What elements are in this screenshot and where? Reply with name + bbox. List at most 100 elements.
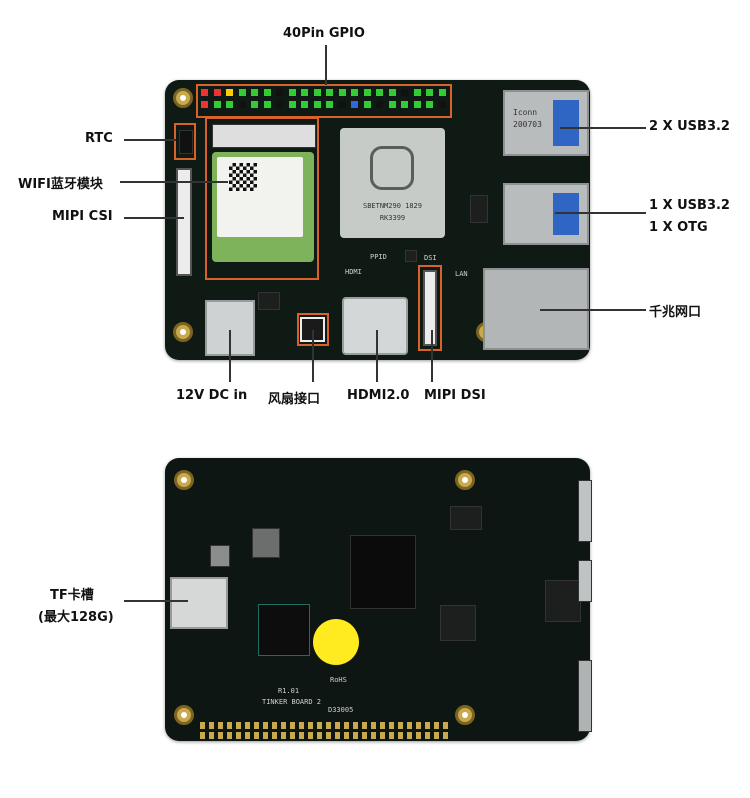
gpio-pin [301, 89, 308, 96]
ppid-silkscreen: PPID [370, 253, 387, 261]
antenna-strip [212, 124, 316, 148]
ic-chip [440, 605, 476, 641]
usb-marking-2: 200703 [513, 120, 542, 129]
gpio-pin [326, 101, 333, 108]
usb-edge [578, 560, 592, 602]
ic-chip [210, 545, 230, 567]
gpio-pin [263, 89, 271, 96]
leader-dc-in [229, 330, 231, 382]
gpio-pin [201, 101, 208, 108]
bottom-rev-silkscreen: R1.01 [278, 687, 300, 695]
gpio-underside-pins [200, 732, 450, 739]
gpio-pin [213, 101, 221, 108]
leader-ethernet [540, 309, 646, 311]
mipi-dsi-highlight-box [418, 265, 442, 351]
label-mipi-csi: MIPI CSI [52, 209, 113, 224]
hdmi-silkscreen: HDMI [345, 268, 362, 276]
gpio-pin [351, 89, 358, 96]
mount-hole-icon [455, 470, 475, 490]
gpio-pin [388, 89, 396, 96]
mount-hole-icon [174, 705, 194, 725]
gpio-pin [313, 89, 321, 96]
gpio-pin [313, 101, 321, 108]
label-gpio: 40Pin GPIO [283, 26, 365, 41]
wifi-module [212, 152, 314, 262]
ic-chip [252, 528, 280, 558]
bottom-code-silkscreen: D33005 [328, 706, 354, 714]
usb32-otg-port [503, 183, 589, 245]
wifi-module-label [217, 157, 303, 237]
label-rtc: RTC [85, 131, 113, 146]
gpio-pin [363, 101, 371, 108]
label-tf-max: (最大128G) [38, 610, 114, 625]
lan-silkscreen: LAN [455, 270, 468, 278]
gpio-pin [426, 101, 433, 108]
ic-chip [470, 195, 488, 223]
usb-marking-1: Iconn [513, 108, 538, 117]
mipi-dsi-connector [423, 270, 437, 346]
leader-rtc [124, 139, 176, 141]
soc-logo-icon [370, 146, 414, 190]
gpio-pin [238, 89, 246, 96]
mount-hole-icon [173, 322, 193, 342]
gpio-pin [288, 89, 296, 96]
label-wifi: WIFI蓝牙模块 [18, 177, 103, 192]
label-hdmi: HDMI2.0 [347, 388, 410, 403]
gpio-pin [426, 89, 433, 96]
gpio-pin [201, 89, 208, 96]
usb32-dual-port: Iconn 200703 [503, 90, 589, 156]
usb-edge [578, 480, 592, 542]
gpio-pin [251, 101, 258, 108]
dsi-silkscreen: DSI [424, 254, 437, 262]
mount-hole-icon [174, 470, 194, 490]
label-tf-slot: TF卡槽 [50, 588, 94, 603]
tf-card-slot [170, 577, 228, 629]
gpio-pin [276, 101, 283, 108]
rtc-highlight-box [174, 123, 196, 160]
ram-chip [258, 604, 310, 656]
label-fan: 风扇接口 [268, 392, 321, 407]
mount-hole-icon [455, 705, 475, 725]
bottom-rohs-silkscreen: RoHS [330, 676, 347, 684]
gpio-pin [251, 89, 258, 96]
leader-wifi [120, 181, 228, 183]
yellow-marker [313, 619, 359, 665]
gpio-pin [438, 89, 446, 96]
leader-tf-slot [124, 600, 188, 602]
soc-chip: SBETNM290 1829 RK3399 [340, 128, 445, 238]
gpio-pin [226, 101, 233, 108]
label-mipi-dsi: MIPI DSI [424, 388, 486, 403]
gpio-pin [401, 101, 408, 108]
mipi-csi-connector [176, 168, 192, 276]
mount-hole-icon [173, 88, 193, 108]
gpio-pin [238, 101, 246, 108]
gpio-pin [413, 89, 421, 96]
gpio-pin [438, 101, 446, 108]
soc-underside [350, 535, 416, 609]
leader-hdmi [376, 330, 378, 382]
ethernet-edge [578, 660, 592, 732]
label-usb-x2: 2 X USB3.2 [649, 119, 730, 134]
gpio-pin [276, 89, 283, 96]
gpio-pin [263, 101, 271, 108]
leader-mipi-csi [124, 217, 184, 219]
ic-chip [405, 250, 417, 262]
leader-mipi-dsi [431, 330, 433, 382]
usb-tongue [553, 193, 579, 235]
leader-gpio [325, 45, 327, 85]
gpio-pin [326, 89, 333, 96]
gpio-pin [226, 89, 233, 96]
label-dc-in: 12V DC in [176, 388, 248, 403]
gpio-pin [351, 101, 358, 108]
ic-chip [450, 506, 482, 530]
gpio-pin [301, 101, 308, 108]
label-otg: 1 X OTG [649, 220, 708, 235]
soc-marking-2: RK3399 [379, 214, 406, 222]
ic-chip [545, 580, 581, 622]
gpio-pin [338, 89, 346, 96]
gpio-pin [363, 89, 371, 96]
gpio-pin [213, 89, 221, 96]
gpio-pin [376, 101, 383, 108]
gpio-underside-pins [200, 722, 450, 729]
gpio-pin [401, 89, 408, 96]
